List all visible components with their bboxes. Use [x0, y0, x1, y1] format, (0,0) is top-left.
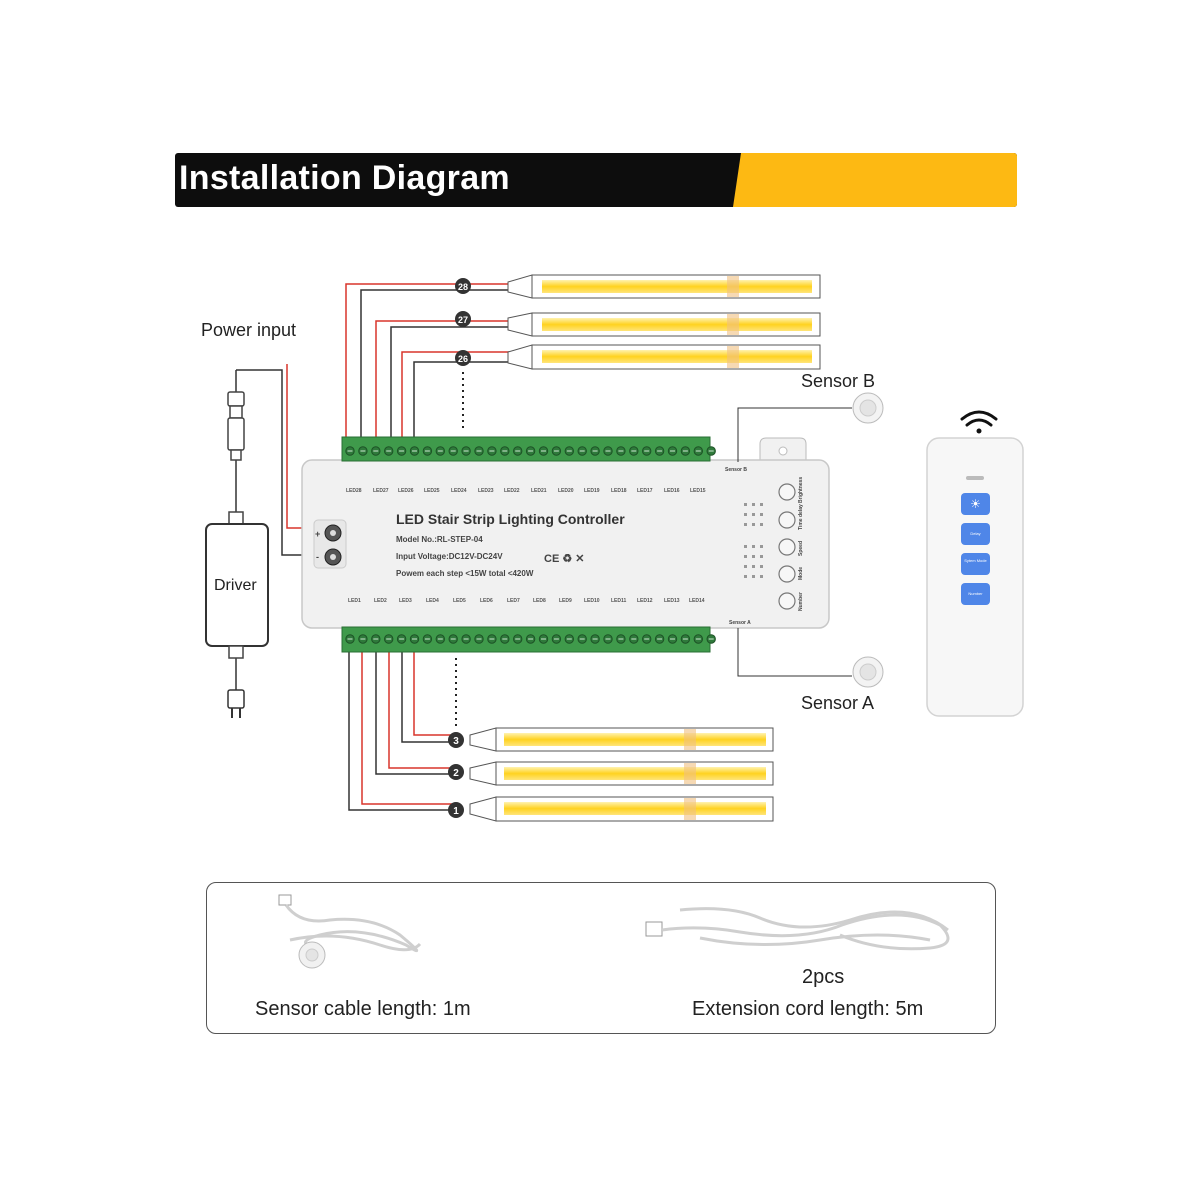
led-strip-2 — [469, 761, 774, 786]
badge-3: 3 — [453, 736, 459, 747]
port-label: LED1 — [348, 598, 361, 604]
port-label: LED5 — [453, 598, 466, 604]
port-label: LED8 — [533, 598, 546, 604]
port-label: LED26 — [398, 488, 414, 494]
sensor-a — [852, 656, 884, 688]
sensor-a-port-label: Sensor A — [729, 620, 751, 626]
port-label: LED15 — [690, 488, 706, 494]
port-label: LED27 — [373, 488, 389, 494]
led-strip-3 — [469, 727, 774, 752]
badge-28: 28 — [458, 282, 468, 292]
certification-marks: CE ♻ ✕ — [544, 553, 585, 565]
top-terminal-screws — [345, 446, 716, 456]
banner-background — [175, 153, 1017, 207]
title-banner: Installation Diagram — [175, 153, 1017, 207]
plus-terminal-label: + — [315, 529, 321, 539]
port-label: LED16 — [664, 488, 680, 494]
power-input-label: Power input — [201, 320, 297, 340]
sensor-b-label: Sensor B — [801, 371, 876, 391]
terminal-block-top — [341, 436, 711, 462]
sensor-cable-illustration — [278, 894, 422, 969]
time-delay-button-label: Time delay — [798, 504, 804, 530]
page-title: Installation Diagram — [179, 159, 510, 197]
inline-connector — [227, 391, 245, 461]
port-label: LED11 — [611, 598, 627, 604]
port-label: LED21 — [531, 488, 547, 494]
badge-26: 26 — [458, 354, 468, 364]
port-label: LED25 — [424, 488, 440, 494]
minus-terminal-label: - — [316, 552, 319, 562]
top-strip-wires — [345, 283, 514, 438]
port-label: LED20 — [558, 488, 574, 494]
sensor-b — [852, 392, 884, 424]
controller-buttons — [778, 483, 796, 610]
sensor-cable-caption: Sensor cable length: 1m — [255, 998, 471, 1020]
badge-2: 2 — [453, 768, 459, 779]
brightness-button-label: Brightness — [798, 476, 804, 503]
accessories-panel — [206, 882, 996, 1034]
port-label: LED2 — [374, 598, 387, 604]
port-label: LED7 — [507, 598, 520, 604]
controller-model: Model No.:RL-STEP-04 — [396, 535, 483, 544]
extension-cord-caption: Extension cord length: 5m — [692, 998, 924, 1020]
extension-cord-illustration — [645, 907, 950, 951]
controller-voltage: Input Voltage:DC12V-DC24V — [396, 552, 503, 561]
badge-1: 1 — [453, 806, 459, 817]
wall-plug-icon — [227, 689, 245, 718]
led-strip-26 — [507, 344, 821, 370]
wifi-icon — [960, 410, 998, 434]
port-label: LED28 — [346, 488, 362, 494]
mode-button-label: Mode — [798, 566, 804, 580]
number-button-label: Number — [798, 592, 804, 611]
port-label: LED23 — [478, 488, 494, 494]
port-label: LED9 — [559, 598, 572, 604]
extension-quantity: 2pcs — [802, 966, 845, 988]
port-label: LED14 — [689, 598, 705, 604]
port-label: LED18 — [611, 488, 627, 494]
driver-label: Driver — [214, 577, 257, 594]
led-strip-27 — [507, 312, 821, 337]
driver — [205, 511, 269, 659]
controller-body — [301, 437, 830, 629]
speed-button-label: Speed — [798, 540, 804, 556]
sensor-wires — [737, 407, 852, 677]
remote-system-mode-key: Sytem Mode — [961, 553, 990, 575]
bottom-strip-wires — [348, 650, 452, 811]
led-strip-28 — [507, 274, 821, 299]
port-label: LED10 — [584, 598, 600, 604]
port-label: LED12 — [637, 598, 653, 604]
port-label: LED13 — [664, 598, 680, 604]
remote-number-key: Number — [961, 583, 990, 605]
controller-title: LED Stair Strip Lighting Controller — [396, 511, 625, 527]
port-label: LED19 — [584, 488, 600, 494]
remote-control — [926, 437, 1024, 717]
port-label: LED4 — [426, 598, 439, 604]
controller-power: Powem each step <15W total <420W — [396, 569, 534, 578]
sensor-a-label: Sensor A — [801, 693, 875, 713]
port-label: LED6 — [480, 598, 493, 604]
bottom-terminal-screws — [345, 634, 716, 644]
remote-delay-key: Delay — [961, 523, 990, 545]
port-label: LED17 — [637, 488, 653, 494]
port-label: LED24 — [451, 488, 467, 494]
badge-27: 27 — [458, 315, 468, 325]
brightness-icon: ☀ — [961, 493, 990, 515]
vent-grid — [744, 503, 763, 578]
strip-number-badges: 28 27 26 3 2 1 — [448, 278, 471, 818]
sensor-b-port-label: Sensor B — [725, 467, 747, 473]
port-label: LED22 — [504, 488, 520, 494]
port-label: LED3 — [399, 598, 412, 604]
led-strip-1 — [469, 796, 774, 822]
